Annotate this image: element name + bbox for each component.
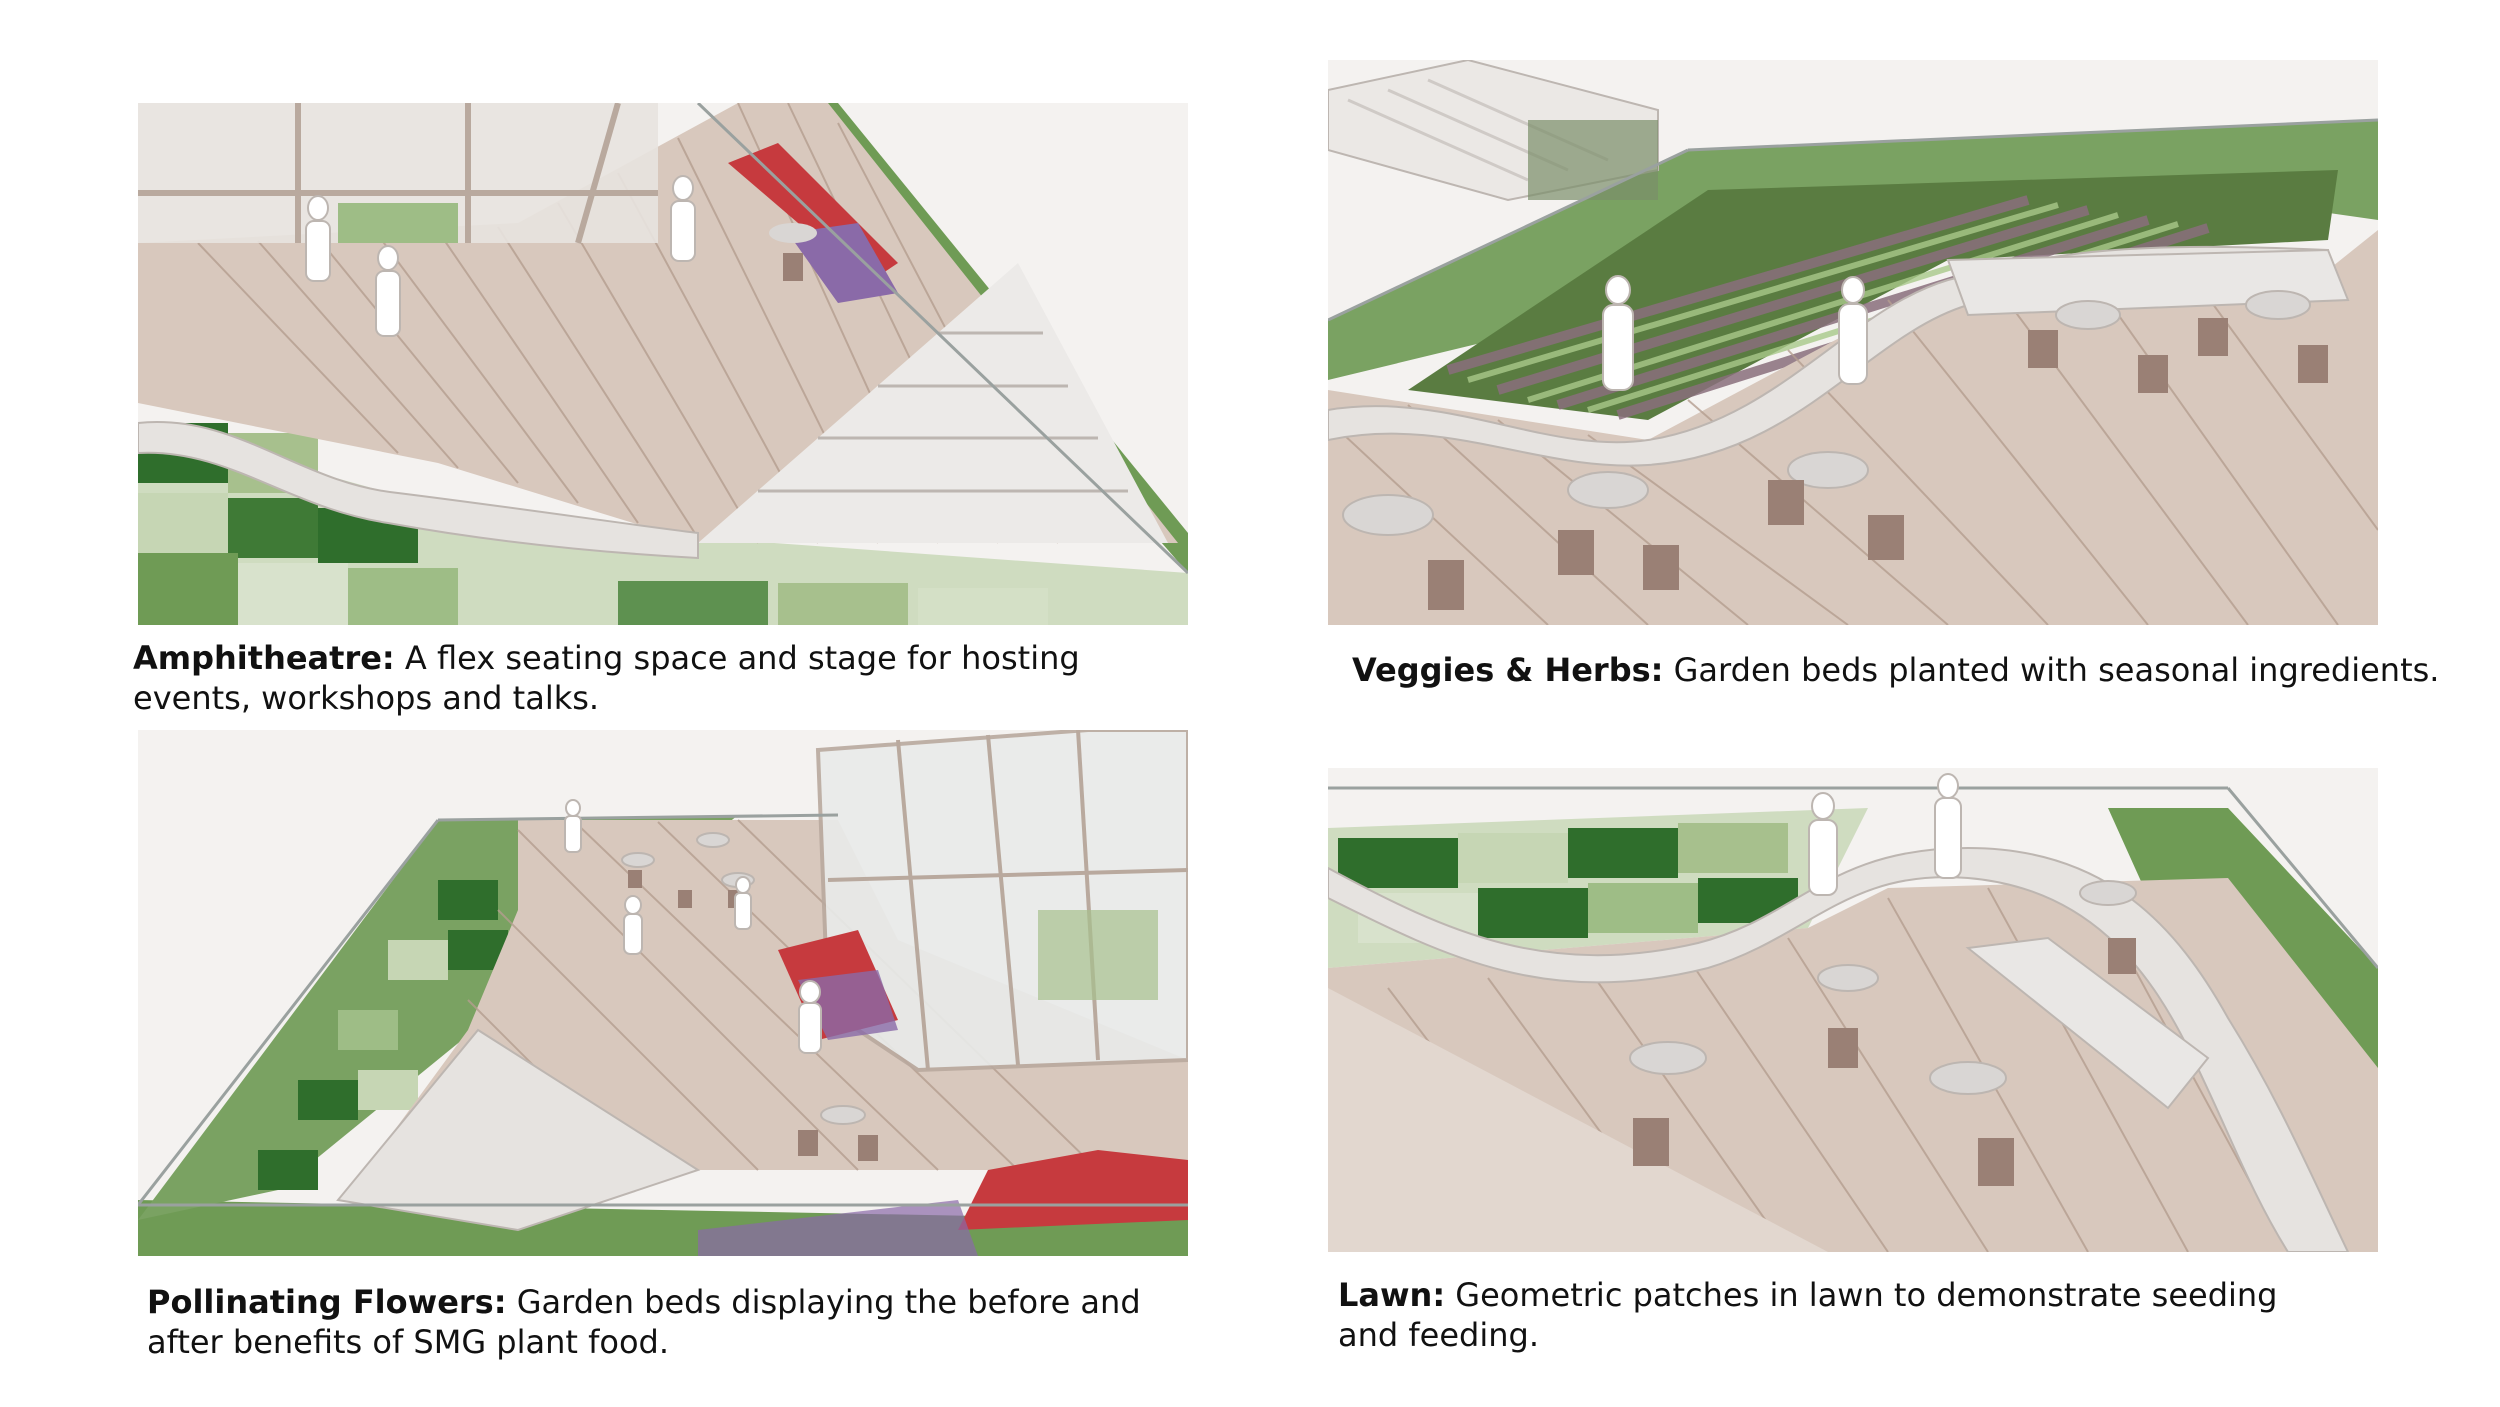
veggies-herbs-title: Veggies & Herbs: — [1352, 651, 1664, 689]
lawn-render — [1328, 768, 2378, 1252]
pollinating-flowers-caption: Pollinating Flowers: Garden beds display… — [147, 1282, 1147, 1362]
amphitheatre-description: A flex seating space and stage for hosti… — [133, 639, 1080, 717]
lawn-illustration — [1328, 768, 2378, 1252]
lawn-caption: Lawn: Geometric patches in lawn to demon… — [1338, 1275, 2338, 1355]
veggies-herbs-render — [1328, 60, 2378, 625]
pollinating-flowers-title: Pollinating Flowers: — [147, 1283, 507, 1321]
amphitheatre-caption: Amphitheatre: A flex seating space and s… — [133, 638, 1113, 718]
pollinating-flowers-render — [138, 730, 1188, 1256]
amphitheatre-render — [138, 103, 1188, 625]
amphitheatre-illustration — [138, 103, 1188, 625]
veggies-herbs-illustration — [1328, 60, 2378, 625]
veggies-herbs-description: Garden beds planted with seasonal ingred… — [1673, 651, 2440, 689]
lawn-description: Geometric patches in lawn to demonstrate… — [1338, 1276, 2278, 1354]
lawn-title: Lawn: — [1338, 1276, 1446, 1314]
veggies-herbs-caption: Veggies & Herbs: Garden beds planted wit… — [1352, 650, 2472, 690]
amphitheatre-title: Amphitheatre: — [133, 639, 395, 677]
pollinating-flowers-description: Garden beds displaying the before and af… — [147, 1283, 1141, 1361]
pollinating-flowers-illustration — [138, 730, 1188, 1256]
